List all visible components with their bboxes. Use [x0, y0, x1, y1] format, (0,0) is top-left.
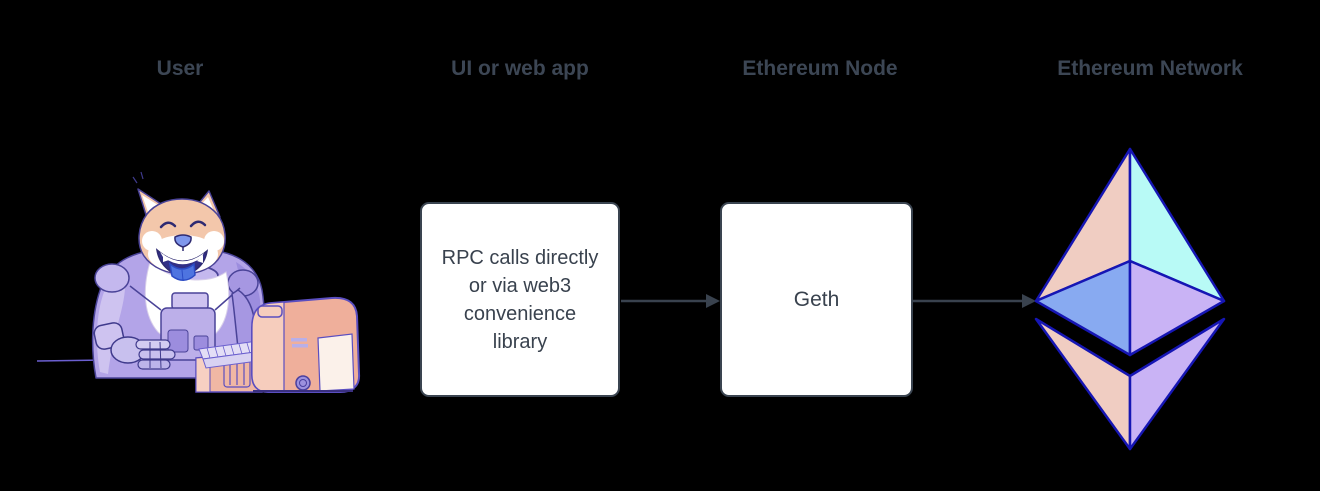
arrow-ui-to-node	[621, 294, 720, 308]
arrowhead-icon	[706, 294, 720, 308]
label-ethereum-node: Ethereum Node	[742, 57, 898, 80]
arrowhead-icon	[1022, 294, 1036, 308]
suit-chest-pack	[129, 285, 241, 361]
rpc-box-line: or via web3	[468, 274, 572, 297]
rpc-box-line: library	[492, 330, 548, 353]
rpc-calls-box: RPC calls directly or via web3 convenien…	[420, 202, 620, 397]
vent-icon	[295, 375, 311, 391]
doge-nose	[174, 234, 192, 248]
retro-computer-icon	[251, 296, 361, 393]
label-ui-or-web-app: UI or web app	[451, 57, 589, 80]
rpc-box-line: RPC calls directly	[441, 246, 599, 269]
doge-user-illustration	[36, 171, 361, 393]
arrow-node-to-network	[913, 294, 1036, 308]
rpc-box-line: convenience	[463, 302, 577, 325]
geth-box: Geth	[720, 202, 913, 397]
ethereum-logo	[1034, 147, 1226, 451]
eth-face-bottom-right	[1128, 317, 1226, 451]
sparkle-icon	[132, 171, 144, 184]
doge-head	[132, 171, 226, 281]
geth-box-label: Geth	[793, 287, 840, 311]
eth-face-mid-right	[1128, 259, 1226, 357]
label-user: User	[156, 57, 204, 80]
doge-robot-glove	[93, 322, 176, 370]
doge-eye-right	[189, 220, 207, 228]
label-ethereum-network: Ethereum Network	[1057, 57, 1243, 80]
doge-eye-left	[159, 221, 177, 229]
keyboard-icon	[195, 340, 266, 393]
